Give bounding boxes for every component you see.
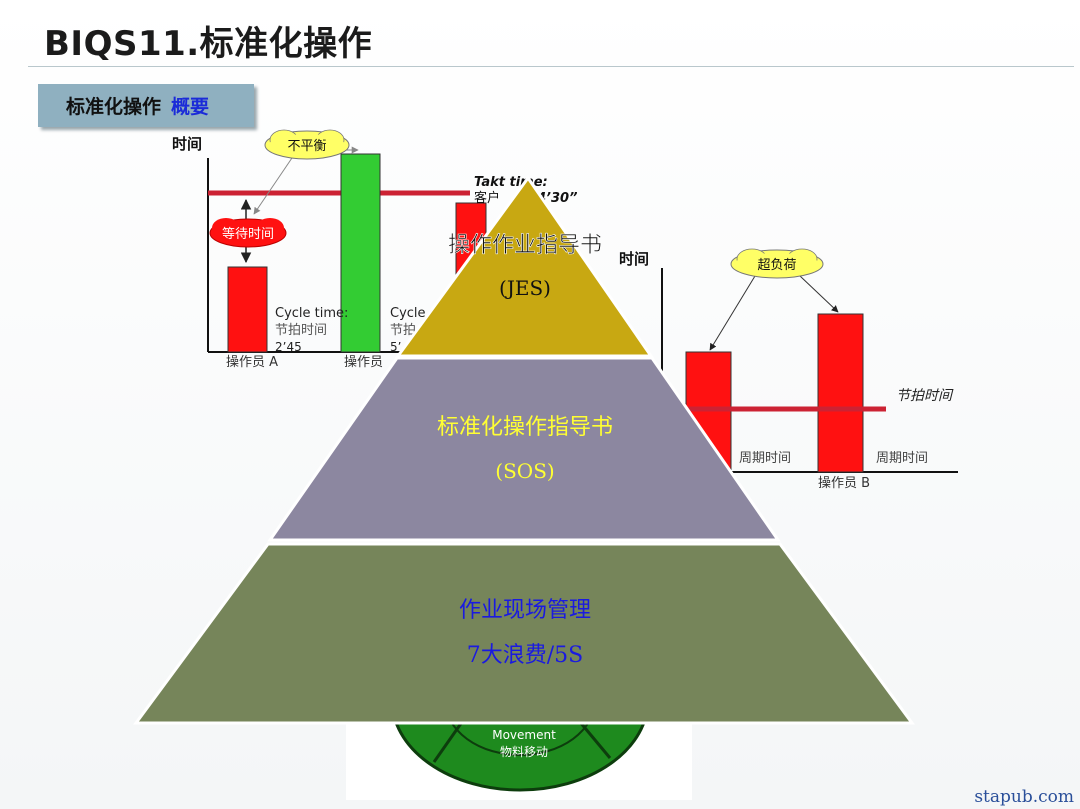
takt-time-sub: 客户 [474,190,500,206]
right-takt-label: 节拍时间 [896,388,954,404]
pyramid-bottom-title: 作业现场管理 [459,598,591,623]
cycle-b-line3: 5’ [390,340,401,354]
cycle-a-line2: 节拍时间 [275,323,327,338]
slide-title: BIQS11.标准化操作 [44,24,373,64]
bar-right-2 [817,313,864,473]
bar-operator-a [227,266,268,353]
right-cycle-label-1: 周期时间 [739,451,791,466]
operator-a-label: 操作员 A [226,354,278,370]
wheel-label-en: Movement [492,728,556,742]
pyramid-top-tier [395,175,654,358]
pyramid-top-code: (JES) [499,276,551,300]
cycle-b-line2: 节拍 [390,323,416,338]
standard-work-pyramid: 操作作业指导书 (JES) 标准化操作指导书 (SOS) 作业现场管理 7大浪费… [133,175,915,725]
wheel-label-cn: 物料移动 [500,745,548,759]
imbalance-cloud: 不平衡 [264,129,350,160]
takt-time-title: Takt time: [474,175,548,190]
pyramid-middle-tier [267,356,781,542]
pyramid-top-title: 操作作业指导书 [448,233,602,258]
pyramid-bottom-tier [133,542,915,725]
wheel-spoke-right [578,721,612,759]
imbalance-arrow-1 [253,154,295,215]
overload-arrow-1 [709,275,756,351]
right-cycle-label-2: 周期时间 [876,451,928,466]
right-y-axis-label: 时间 [619,250,649,268]
section-label-highlight: 概要 [171,96,210,118]
left-y-axis-label: 时间 [172,135,202,153]
wheel-spoke-left [432,721,464,763]
overload-label: 超负荷 [757,258,796,273]
operator-b-label: 操作员 [344,354,383,370]
right-operator-label: 操作员 B [818,475,870,491]
cycle-a-line3: 2’45 [275,340,302,354]
pyramid-middle-title: 标准化操作指导书 [437,415,613,440]
overload-arrow-2 [799,275,839,313]
wait-cloud: 等待时间 [209,218,287,248]
bar-operator-b [340,153,381,353]
cycle-b-line1: Cycle [390,306,426,321]
pyramid-middle-code: (SOS) [495,459,554,483]
title-divider [28,66,1074,67]
pyramid-bottom-sub: 7大浪费/5S [467,643,583,668]
section-label: 标准化操作 概要 [38,84,254,127]
cycle-a-line1: Cycle time: [275,306,348,321]
section-label-main: 标准化操作 [66,96,162,118]
overload-cloud: 超负荷 [730,248,824,279]
imbalance-label: 不平衡 [287,139,326,154]
wait-label: 等待时间 [222,226,274,242]
watermark: stapub.com [974,787,1074,807]
